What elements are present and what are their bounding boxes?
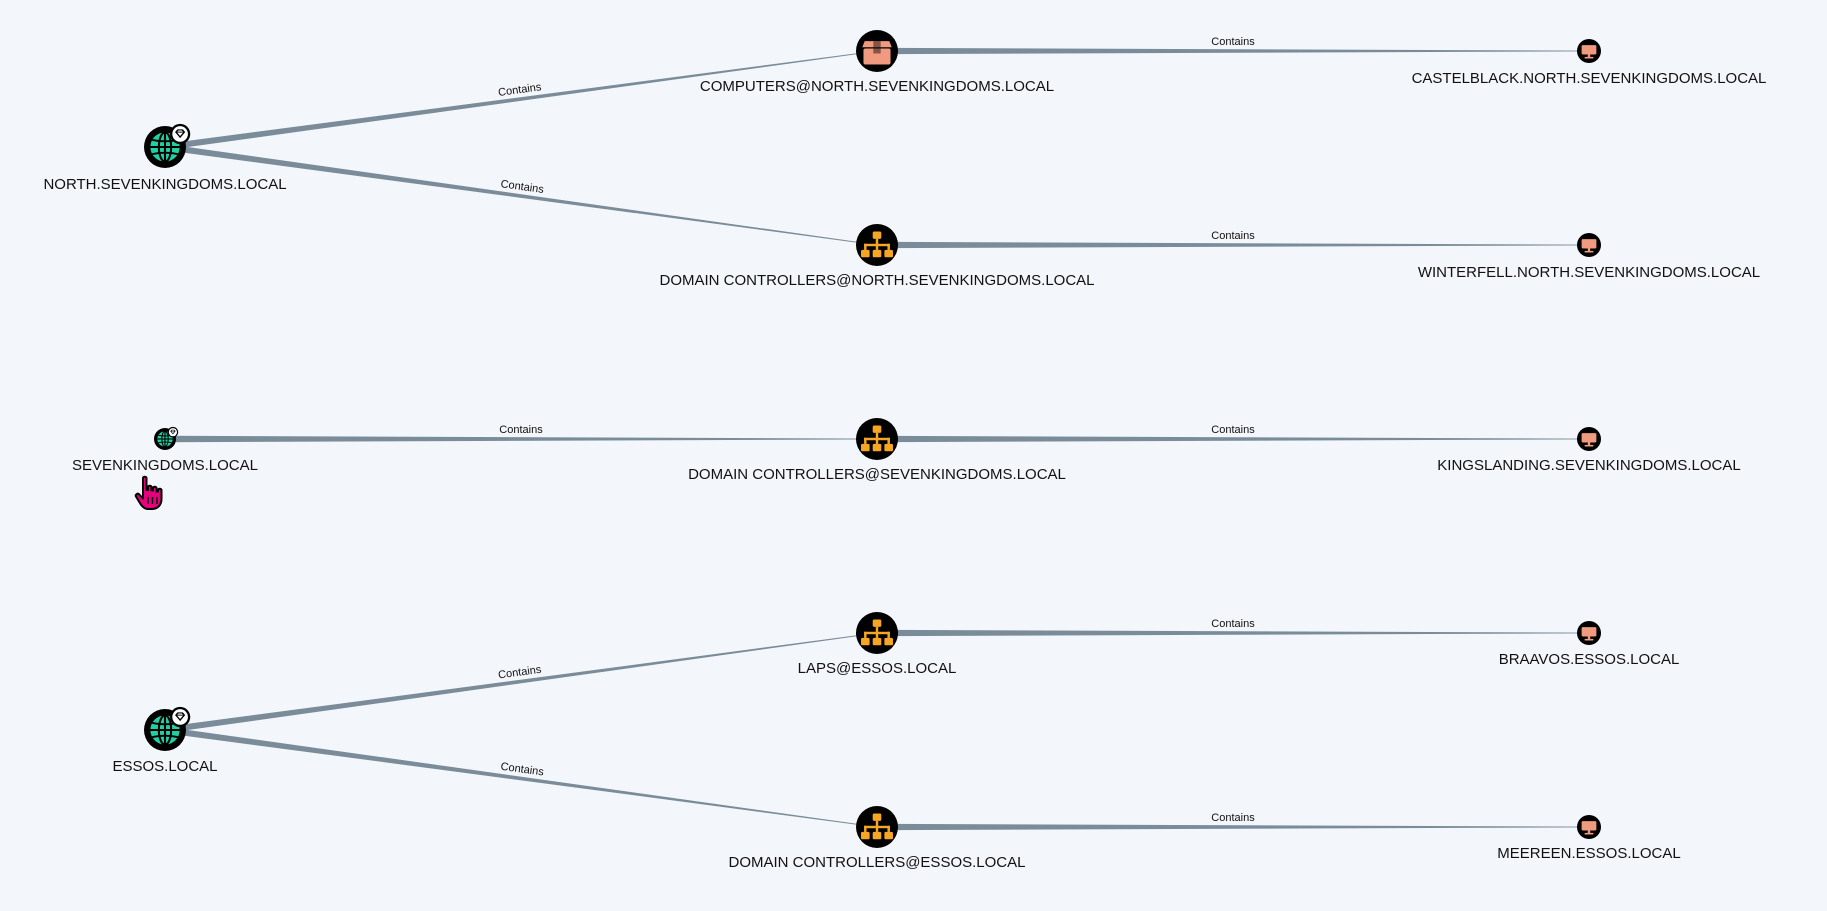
node-north-dc-ou[interactable]: DOMAIN CONTROLLERS@NORTH.SEVENKINGDOMS.L… (659, 224, 1095, 289)
edge-north-domain-to-north-dc-ou[interactable]: Contains (164, 143, 878, 246)
node-north-domain[interactable]: NORTH.SEVENKINGDOMS.LOCAL (43, 123, 287, 193)
edge-line (164, 143, 878, 246)
node-label: WINTERFELL.NORTH.SEVENKINGDOMS.LOCAL (1418, 264, 1760, 281)
edge-line (877, 823, 1589, 831)
node-label: ESSOS.LOCAL (112, 758, 217, 775)
node-label: DOMAIN CONTROLLERS@ESSOS.LOCAL (729, 854, 1026, 871)
node-label: SEVENKINGDOMS.LOCAL (72, 457, 258, 474)
edge-sk-dc-ou-to-kingslanding[interactable]: Contains (877, 424, 1589, 443)
edge-essos-domain-to-laps-ou[interactable]: Contains (164, 632, 878, 734)
edge-sk-domain-to-sk-dc-ou[interactable]: Contains (165, 424, 877, 443)
edge-north-domain-to-north-computers[interactable]: Contains (164, 50, 878, 151)
node-label: BRAAVOS.ESSOS.LOCAL (1499, 651, 1680, 668)
node-label: DOMAIN CONTROLLERS@NORTH.SEVENKINGDOMS.L… (659, 272, 1094, 289)
node-north-computers[interactable]: COMPUTERS@NORTH.SEVENKINGDOMS.LOCAL (700, 30, 1054, 95)
edge-north-dc-ou-to-winterfell[interactable]: Contains (877, 230, 1589, 249)
node-label: DOMAIN CONTROLLERS@SEVENKINGDOMS.LOCAL (688, 466, 1066, 483)
edge-label: Contains (1211, 424, 1255, 436)
edge-line (877, 435, 1589, 443)
edge-label: Contains (1211, 618, 1255, 630)
edge-label: Contains (497, 81, 542, 99)
node-braavos[interactable]: BRAAVOS.ESSOS.LOCAL (1499, 621, 1680, 668)
edge-essos-dc-ou-to-meereen[interactable]: Contains (877, 812, 1589, 831)
node-essos-dc-ou[interactable]: DOMAIN CONTROLLERS@ESSOS.LOCAL (729, 806, 1026, 871)
edge-label: Contains (1211, 230, 1255, 242)
edge-laps-ou-to-braavos[interactable]: Contains (877, 618, 1589, 637)
edge-line (164, 726, 878, 828)
nodes-layer: NORTH.SEVENKINGDOMS.LOCAL COMPUTERS@NORTH… (43, 30, 1766, 871)
node-castelblack[interactable]: CASTELBLACK.NORTH.SEVENKINGDOMS.LOCAL (1412, 39, 1767, 87)
hand-pointer-icon (134, 475, 163, 510)
node-label: CASTELBLACK.NORTH.SEVENKINGDOMS.LOCAL (1412, 70, 1767, 87)
edge-north-computers-to-castelblack[interactable]: Contains (877, 36, 1589, 55)
edge-label: Contains (1211, 36, 1255, 48)
cursor-layer (134, 475, 163, 510)
high-value-gem-icon (169, 123, 191, 145)
edge-line (165, 435, 877, 443)
node-sk-dc-ou[interactable]: DOMAIN CONTROLLERS@SEVENKINGDOMS.LOCAL (688, 418, 1066, 483)
node-label: MEEREEN.ESSOS.LOCAL (1497, 845, 1680, 862)
edge-label: Contains (497, 664, 542, 682)
container-icon (862, 41, 892, 65)
node-meereen[interactable]: MEEREEN.ESSOS.LOCAL (1497, 815, 1681, 862)
edge-line (164, 632, 878, 734)
edge-label: Contains (499, 424, 543, 436)
edge-line (877, 241, 1589, 249)
node-essos-domain[interactable]: ESSOS.LOCAL (112, 706, 218, 775)
node-laps-ou[interactable]: LAPS@ESSOS.LOCAL (798, 612, 957, 677)
node-label: LAPS@ESSOS.LOCAL (798, 660, 957, 677)
node-label: KINGSLANDING.SEVENKINGDOMS.LOCAL (1437, 457, 1740, 474)
edges-layer: ContainsContainsContainsContainsContains… (164, 36, 1589, 831)
node-kingslanding[interactable]: KINGSLANDING.SEVENKINGDOMS.LOCAL (1437, 427, 1741, 474)
edge-line (877, 47, 1589, 55)
edge-label: Contains (500, 178, 545, 196)
edge-line (164, 50, 878, 151)
edge-line (877, 629, 1589, 637)
node-sk-domain[interactable]: SEVENKINGDOMS.LOCAL (72, 426, 258, 474)
high-value-gem-icon (167, 426, 179, 438)
edge-essos-domain-to-essos-dc-ou[interactable]: Contains (164, 726, 878, 828)
high-value-gem-icon (169, 706, 191, 728)
edge-label: Contains (1211, 812, 1255, 824)
node-label: COMPUTERS@NORTH.SEVENKINGDOMS.LOCAL (700, 78, 1054, 95)
edge-label: Contains (500, 761, 545, 779)
node-label: NORTH.SEVENKINGDOMS.LOCAL (43, 176, 286, 193)
node-winterfell[interactable]: WINTERFELL.NORTH.SEVENKINGDOMS.LOCAL (1418, 233, 1760, 281)
